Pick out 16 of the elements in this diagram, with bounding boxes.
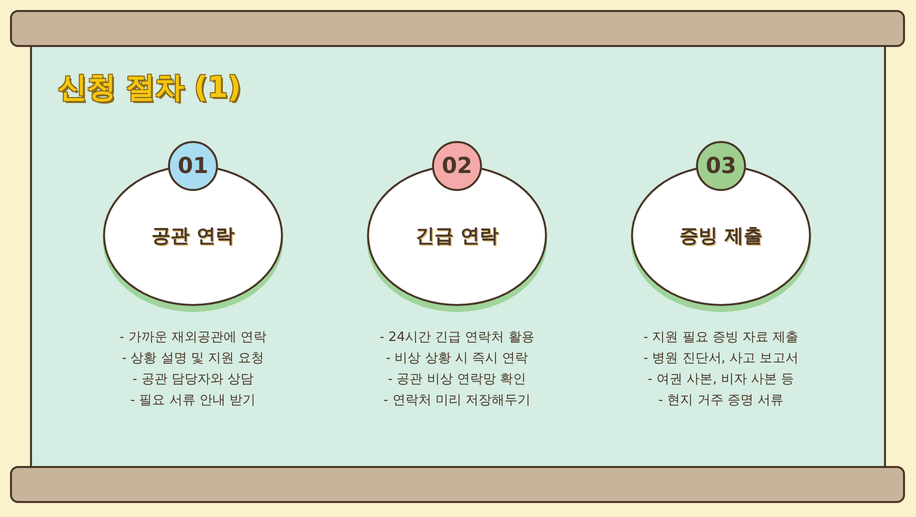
bullet-text: - 지원 필요 증빙 자료 제출 — [642, 329, 800, 346]
bullet-text: - 공관 비상 연락망 확인 — [386, 371, 528, 388]
bullet-text: - 연락처 미리 저장해두기 — [382, 392, 532, 409]
step-title: 증빙 제출 — [680, 224, 762, 248]
bullet-text: - 상황 설명 및 지원 요청 — [120, 350, 266, 367]
bullet-text: - 병원 진단서, 사고 보고서 — [642, 350, 800, 367]
bullet-text: - 비상 상황 시 즉시 연락 — [384, 350, 530, 367]
bullet-text: - 공관 담당자와 상담 — [131, 371, 255, 388]
title: 신청 절차 (1) — [58, 69, 241, 106]
bullet-text: - 여권 사본, 비자 사본 등 — [646, 371, 796, 388]
bullet-text: - 필요 서류 안내 받기 — [129, 392, 257, 409]
bullet-text: - 가까운 재외공관에 연락 — [118, 329, 268, 346]
bullet-text: - 24시간 긴급 연락처 활용 — [378, 329, 536, 346]
bullet-text: - 현지 거주 증명 서류 — [657, 392, 785, 409]
step-title: 공관 연락 — [152, 224, 234, 248]
step-title: 긴급 연락 — [416, 224, 498, 248]
